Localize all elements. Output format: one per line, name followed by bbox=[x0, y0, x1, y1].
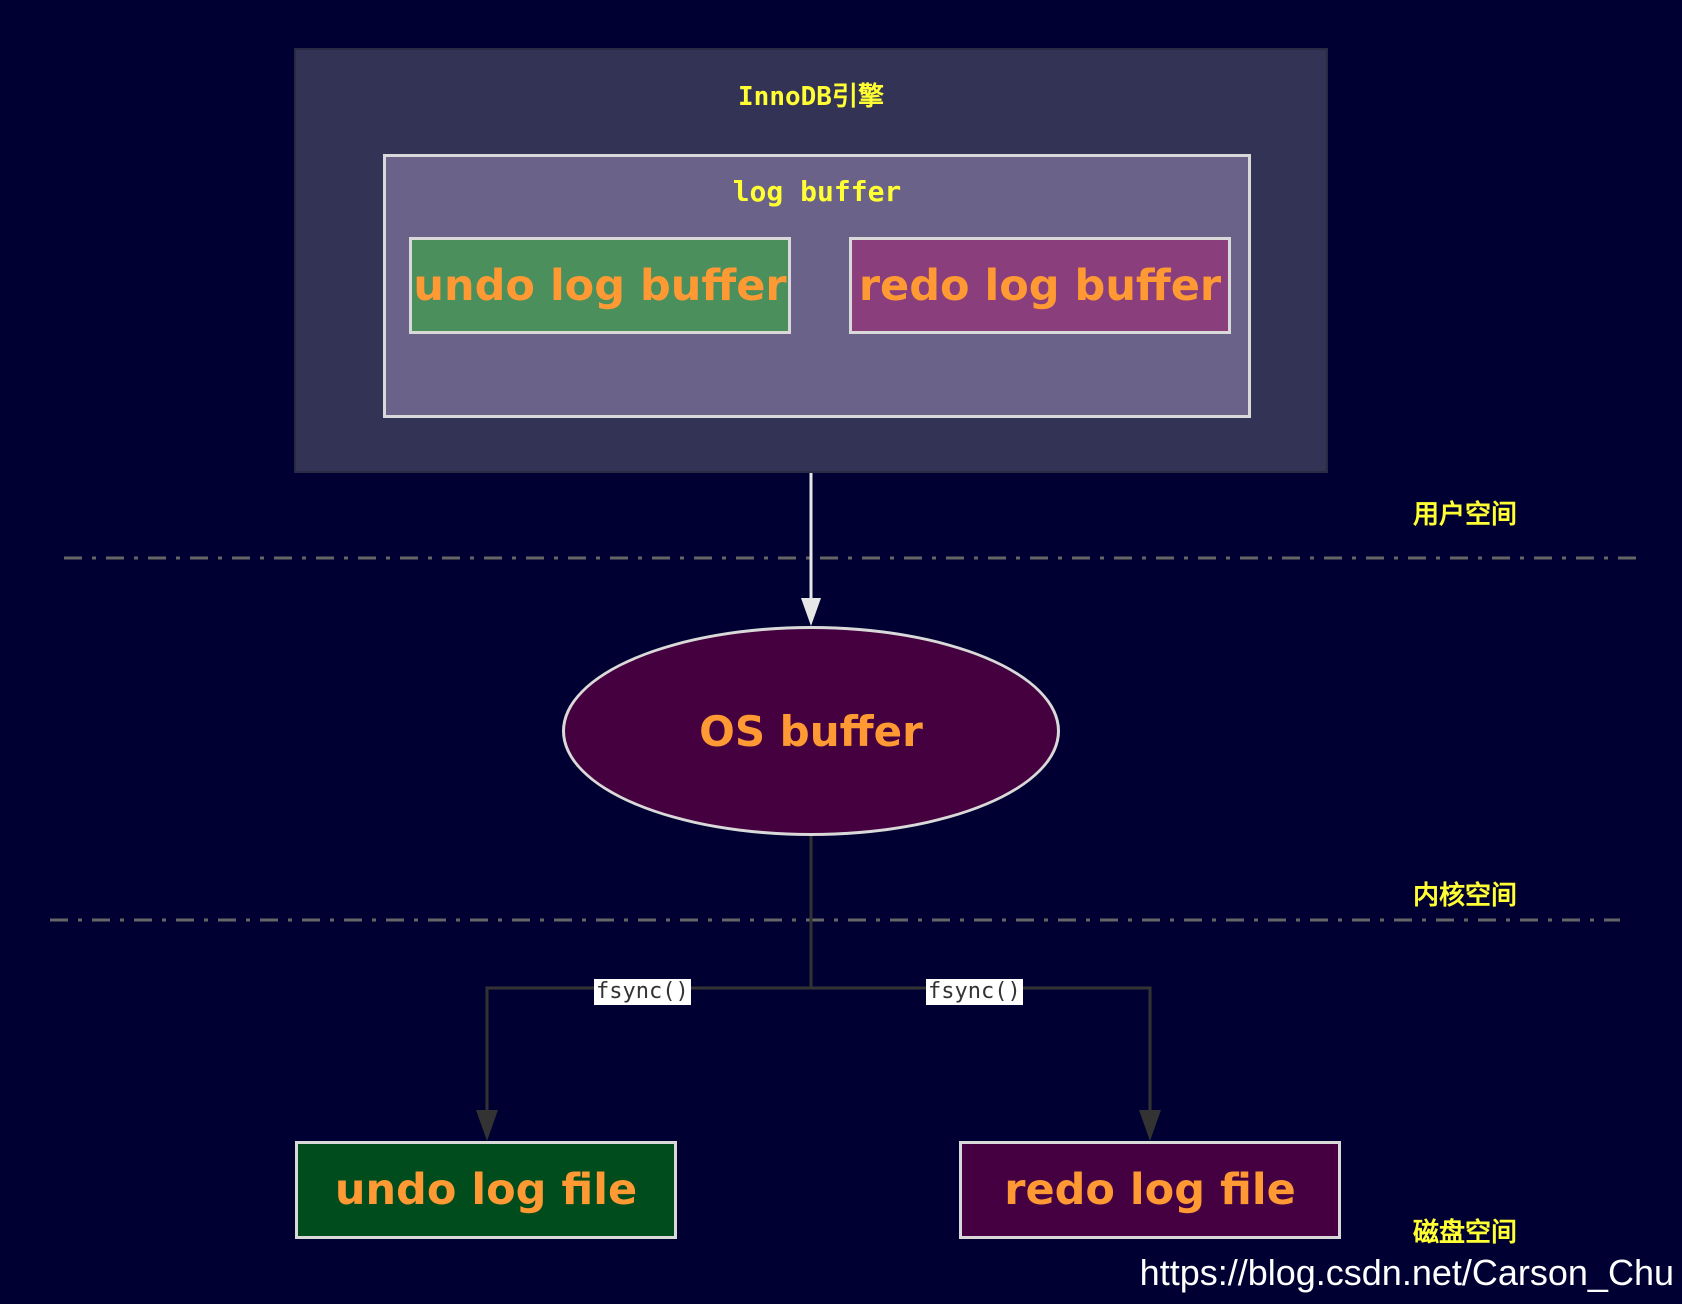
source-watermark: https://blog.csdn.net/Carson_Chu bbox=[1139, 1252, 1674, 1293]
fsync-left-edge-label: fsync() bbox=[594, 979, 691, 1005]
os-to-redo-file-edge bbox=[811, 986, 1152, 1118]
os-to-undo-file-edge bbox=[485, 836, 813, 1118]
redo-log-buffer-node: redo log buffer bbox=[849, 237, 1231, 334]
undo-file-arrowhead bbox=[476, 1110, 498, 1141]
undo-log-buffer-node: undo log buffer bbox=[409, 237, 791, 334]
undo-log-file-node: undo log file bbox=[295, 1141, 677, 1239]
os-buffer-node: OS buffer bbox=[562, 626, 1060, 836]
user-space-label: 用户空间 bbox=[1413, 500, 1518, 530]
engine-to-os-arrowhead bbox=[801, 598, 821, 626]
fsync-right-edge-label: fsync() bbox=[926, 979, 1023, 1005]
redo-file-arrowhead bbox=[1139, 1110, 1161, 1141]
innodb-engine-title: InnoDB引擎 bbox=[738, 82, 884, 112]
redo-log-buffer-label: redo log buffer bbox=[858, 260, 1222, 311]
log-buffer-title: log buffer bbox=[732, 175, 902, 208]
undo-log-buffer-label: undo log buffer bbox=[413, 260, 787, 311]
redo-log-file-label: redo log file bbox=[1004, 1165, 1296, 1215]
kernel-space-label: 内核空间 bbox=[1413, 881, 1518, 911]
os-buffer-label: OS buffer bbox=[699, 706, 923, 756]
disk-space-label: 磁盘空间 bbox=[1413, 1218, 1518, 1248]
undo-log-file-label: undo log file bbox=[334, 1165, 638, 1215]
redo-log-file-node: redo log file bbox=[959, 1141, 1341, 1239]
